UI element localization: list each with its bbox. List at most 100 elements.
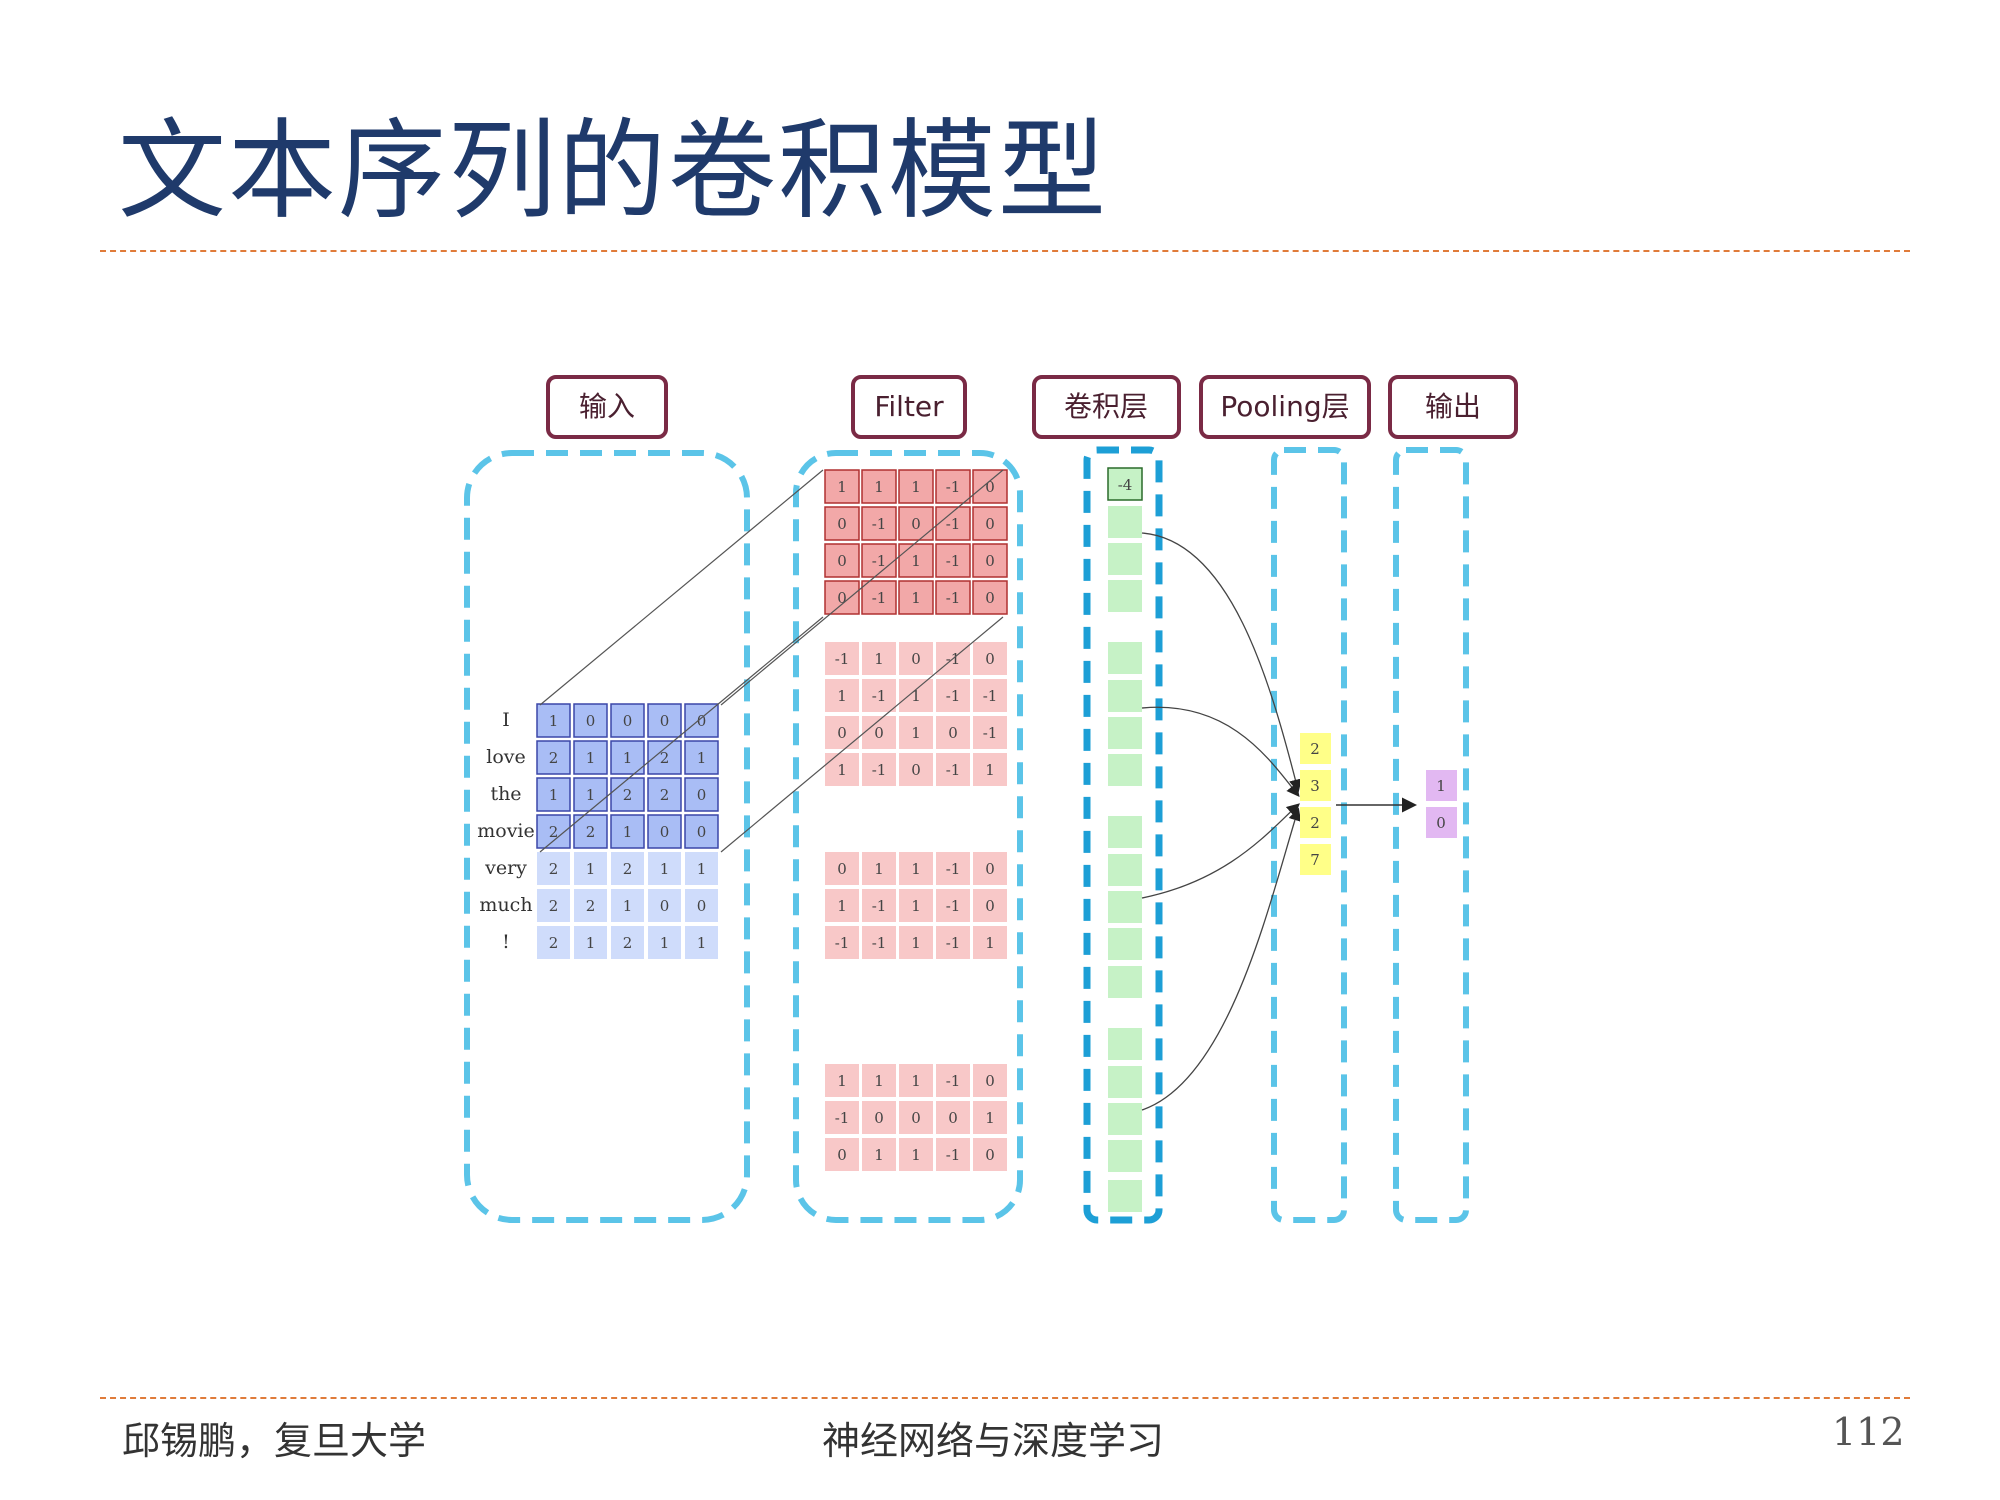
- svg-text:卷积层: 卷积层: [1064, 390, 1148, 423]
- filter-cell: [825, 642, 859, 675]
- output-layer: 10: [1426, 770, 1457, 838]
- filter-cell: [898, 580, 934, 615]
- conv-column-box: [1083, 446, 1163, 1224]
- filter-cell: [936, 679, 970, 712]
- input-cell: [647, 777, 682, 812]
- input-cell: [647, 703, 682, 738]
- input-cell-value: 0: [697, 712, 707, 730]
- filter-cell-value: -1: [872, 897, 887, 915]
- word-label: much: [479, 894, 532, 916]
- conv-cell: [1108, 816, 1142, 848]
- page-title: 文本序列的卷积模型: [118, 109, 1109, 234]
- filter-cell: [973, 679, 1007, 712]
- projection-line: [720, 616, 1004, 853]
- input-cell: [611, 926, 644, 959]
- filter-cell: [973, 852, 1007, 885]
- input-cell-value: 0: [660, 712, 670, 730]
- filter-cell-value: 0: [985, 860, 995, 878]
- filter-cell: [936, 1101, 970, 1134]
- filter-cell-value: 1: [874, 1072, 884, 1090]
- filter-cell: [936, 852, 970, 885]
- filter-cell-value: -1: [872, 687, 887, 705]
- input-cell: [685, 852, 718, 885]
- filter-cell: [899, 716, 933, 749]
- input-cell: [537, 926, 570, 959]
- input-cell-value: 1: [623, 749, 633, 767]
- filter-cell-value: -1: [835, 1109, 850, 1127]
- filter-cell-value: 0: [985, 1146, 995, 1164]
- filter-cell: [861, 543, 897, 578]
- pooling-cell-value: 2: [1310, 814, 1320, 832]
- input-cell: [685, 889, 718, 922]
- projection-line: [539, 469, 824, 706]
- input-cell-value: 0: [697, 786, 707, 804]
- filter-cell-value: -1: [946, 860, 961, 878]
- input-cell: [537, 889, 570, 922]
- filter-cell: [862, 679, 896, 712]
- filter-cell-value: 1: [911, 860, 921, 878]
- filter-cell: [862, 926, 896, 959]
- filter-cell-value: 0: [837, 589, 847, 607]
- filter-cell: [862, 1101, 896, 1134]
- filter-cell-value: 1: [911, 724, 921, 742]
- pooling-connector: [1141, 706, 1300, 798]
- filter-cell: [973, 1064, 1007, 1097]
- label-output: 输出: [1388, 375, 1518, 439]
- word-label: the: [490, 783, 521, 805]
- filter-cell-value: 0: [911, 761, 921, 779]
- filter-cell: [825, 926, 859, 959]
- word-label: love: [486, 746, 526, 768]
- filter-cell-value: -1: [872, 515, 887, 533]
- input-cell-value: 1: [697, 934, 707, 952]
- filter-cell-value: 1: [911, 589, 921, 607]
- filter-cell-value: 1: [911, 897, 921, 915]
- filter-cell-value: 0: [948, 1109, 958, 1127]
- input-cell-value: 2: [549, 934, 559, 952]
- input-cell-value: 0: [697, 897, 707, 915]
- filter-cell: [825, 753, 859, 786]
- input-cell-value: 2: [623, 786, 633, 804]
- filter-cell: [972, 506, 1008, 541]
- input-cell: [536, 740, 571, 775]
- filter-cell-value: 1: [985, 1109, 995, 1127]
- filter-cell-value: 0: [985, 552, 995, 570]
- filter-cell: [861, 506, 897, 541]
- filter-cell-value: 1: [911, 1146, 921, 1164]
- filter-cell: [899, 753, 933, 786]
- conv-cell: [1108, 1028, 1142, 1060]
- input-cell-value: 2: [549, 823, 559, 841]
- input-cell-value: 1: [586, 749, 596, 767]
- filter-cell: [862, 716, 896, 749]
- filter-cell: [861, 580, 897, 615]
- filter-cell: [862, 753, 896, 786]
- input-cell-value: 0: [623, 712, 633, 730]
- filter-cell: [899, 1101, 933, 1134]
- filter-cell-value: 1: [985, 934, 995, 952]
- filter-cell-value: 1: [985, 761, 995, 779]
- filter-cell: [862, 642, 896, 675]
- footer-course: 神经网络与深度学习: [822, 1419, 1165, 1463]
- input-cell-value: 2: [660, 749, 670, 767]
- svg-text:输入: 输入: [579, 390, 635, 423]
- filter-cell: [972, 469, 1008, 504]
- svg-text:Pooling层: Pooling层: [1220, 390, 1349, 423]
- filter-cell: [898, 543, 934, 578]
- filter-column-box: [793, 450, 1023, 1223]
- input-cell-value: 0: [660, 897, 670, 915]
- filter-cell: [936, 1064, 970, 1097]
- input-cell-value: 1: [549, 786, 559, 804]
- input-cell: [573, 740, 608, 775]
- input-cell-value: 2: [660, 786, 670, 804]
- filter-cell-value: -1: [983, 687, 998, 705]
- connector-lines: [539, 469, 1417, 1111]
- filter-cell-value: 1: [874, 860, 884, 878]
- conv-cell: [1107, 467, 1143, 501]
- input-cell: [684, 740, 719, 775]
- filter-cell-value: 1: [911, 478, 921, 496]
- input-cell-value: 0: [660, 823, 670, 841]
- filter-cell: [935, 506, 971, 541]
- filter-cell-value: 0: [837, 724, 847, 742]
- input-cell-value: 1: [697, 749, 707, 767]
- filter-cell: [825, 716, 859, 749]
- input-cell: [684, 703, 719, 738]
